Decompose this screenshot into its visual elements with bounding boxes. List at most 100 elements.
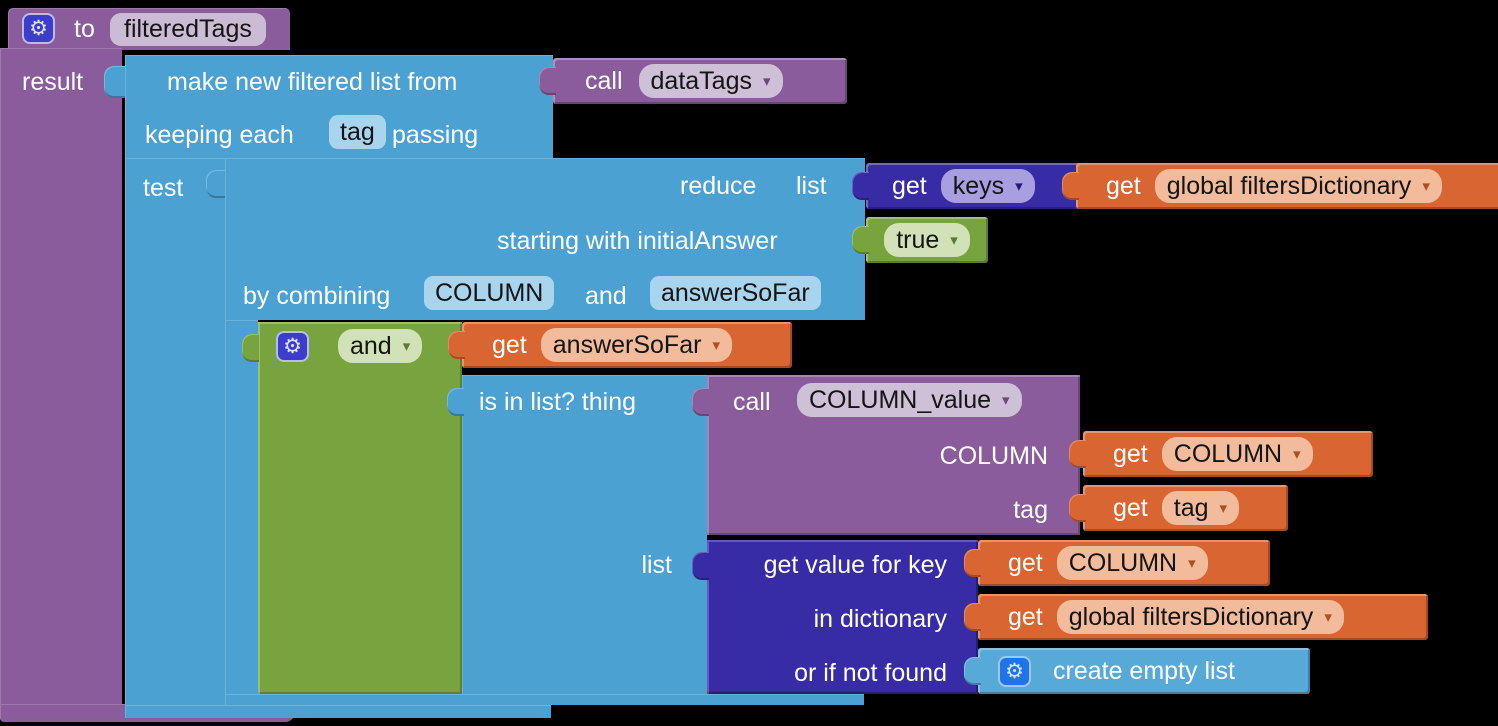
procedure-to-label: to: [74, 15, 95, 43]
dropdown-arrow-icon: ▾: [1002, 391, 1010, 409]
answersofar-param-text: answerSoFar: [661, 278, 810, 307]
true-block[interactable]: true ▾: [852, 217, 988, 263]
is-in-list-list-label: list: [641, 551, 672, 579]
call-param-column-label: COLUMN: [939, 442, 1048, 470]
dropdown-arrow-icon: ▾: [1293, 445, 1301, 463]
dropdown-arrow-icon: ▾: [1324, 608, 1332, 626]
get-column-a-dropdown[interactable]: COLUMN ▾: [1161, 437, 1313, 471]
get-keys-value: keys: [952, 171, 1005, 200]
get-column-a-value: COLUMN: [1173, 439, 1283, 468]
dropdown-arrow-icon: ▾: [1219, 499, 1228, 517]
dict-lookup-plug: [692, 552, 709, 580]
dropdown-arrow-icon: ▾: [950, 231, 958, 249]
gear-glyph: ⚙: [283, 335, 302, 358]
call-datatags-call-label: call: [585, 66, 623, 95]
and-mutator-gear-icon[interactable]: ⚙: [276, 331, 309, 362]
get-filters-dictionary-2-dropdown[interactable]: global filtersDictionary ▾: [1056, 600, 1344, 634]
true-dropdown[interactable]: true ▾: [884, 223, 970, 257]
get-filters-dictionary-1-plug: [1062, 172, 1079, 200]
call-column-value-dropdown[interactable]: COLUMN_value ▾: [797, 383, 1022, 417]
get-filters-dictionary-2-value: global filtersDictionary: [1068, 602, 1314, 631]
procedure-block-body[interactable]: [0, 48, 122, 706]
get-column-b-plug: [964, 549, 981, 577]
get-column-b-get-label: get: [1008, 548, 1043, 577]
passing-label: passing: [392, 121, 479, 149]
tag-param-text: tag: [340, 117, 375, 146]
test-label: test: [143, 174, 184, 202]
is-in-list-label: is in list? thing: [479, 388, 637, 416]
call-param-tag-label: tag: [1013, 496, 1048, 524]
and-block-body[interactable]: [258, 322, 462, 694]
get-tag-block[interactable]: get tag ▾: [1069, 485, 1288, 531]
dict-lookup-line3: or if not found: [794, 659, 947, 687]
dropdown-arrow-icon: ▾: [712, 336, 720, 354]
get-column-b-value: COLUMN: [1068, 548, 1178, 577]
get-tag-dropdown[interactable]: tag ▾: [1161, 491, 1240, 525]
get-filters-dictionary-1-value: global filtersDictionary: [1166, 171, 1412, 200]
call-datatags-block[interactable]: call dataTags ▾: [539, 58, 847, 104]
get-filters-dictionary-1-dropdown[interactable]: global filtersDictionary ▾: [1154, 169, 1442, 203]
tag-param-chip[interactable]: tag: [329, 115, 386, 149]
dict-lookup-line2: in dictionary: [813, 605, 947, 633]
reduce-block-left-column[interactable]: [225, 320, 258, 694]
call-column-value-name: COLUMN_value: [809, 385, 992, 414]
dict-lookup-block[interactable]: [707, 540, 978, 694]
get-answersofar-plug: [448, 331, 465, 359]
filter-block-left-column[interactable]: [125, 158, 225, 705]
by-combining-label: by combining: [243, 282, 391, 310]
dropdown-arrow-icon: ▾: [762, 72, 771, 90]
result-label: result: [22, 68, 84, 96]
dropdown-arrow-icon: ▾: [402, 337, 411, 355]
gear-glyph: ⚙: [1005, 659, 1024, 683]
get-filters-dictionary-2-block[interactable]: get global filtersDictionary ▾: [964, 594, 1428, 640]
get-filters-dictionary-1-block[interactable]: get global filtersDictionary ▾: [1062, 163, 1498, 209]
gear-glyph: ⚙: [29, 17, 48, 40]
and-value: and: [350, 331, 392, 360]
starting-with-label: starting with initialAnswer: [497, 227, 778, 255]
get-keys-get-label: get: [892, 171, 927, 200]
reduce-block-plug: [206, 170, 226, 198]
is-in-list-block-body[interactable]: [462, 375, 707, 694]
get-column-a-block[interactable]: get COLUMN ▾: [1069, 431, 1373, 477]
get-keys-dropdown[interactable]: keys ▾: [940, 169, 1035, 203]
dict-lookup-line1: get value for key: [763, 551, 947, 579]
true-block-plug: [852, 226, 869, 254]
true-value: true: [896, 225, 940, 254]
column-param-chip[interactable]: COLUMN: [424, 276, 555, 310]
get-column-b-block[interactable]: get COLUMN ▾: [964, 540, 1270, 586]
dropdown-arrow-icon: ▾: [1188, 554, 1196, 572]
procedure-name-field[interactable]: filteredTags: [110, 13, 266, 46]
get-column-b-dropdown[interactable]: COLUMN ▾: [1056, 546, 1208, 580]
call-column-value-call-label: call: [733, 388, 771, 416]
filter-block-plug: [104, 66, 126, 98]
filter-line1-label: make new filtered list from: [167, 68, 458, 96]
get-filters-dictionary-1-get-label: get: [1106, 171, 1141, 200]
call-datatags-value: dataTags: [650, 66, 752, 95]
reduce-list-label: list: [796, 172, 827, 200]
and-word-label: and: [585, 282, 627, 310]
get-tag-value: tag: [1173, 493, 1209, 522]
and-dropdown[interactable]: and ▾: [338, 329, 423, 363]
and-block-plug: [242, 334, 259, 362]
get-tag-plug: [1069, 494, 1086, 522]
get-answersofar-block[interactable]: get answerSoFar ▾: [448, 322, 792, 368]
dropdown-arrow-icon: ▾: [1015, 177, 1023, 195]
filter-block-footer[interactable]: [125, 705, 551, 718]
call-column-value-plug: [692, 388, 709, 416]
create-empty-list-label: create empty list: [1053, 656, 1236, 685]
get-column-a-plug: [1069, 440, 1086, 468]
answersofar-param-chip[interactable]: answerSoFar: [650, 276, 821, 310]
mutator-gear-icon[interactable]: ⚙: [22, 13, 55, 44]
call-datatags-dropdown[interactable]: dataTags ▾: [638, 64, 783, 98]
is-in-list-plug: [447, 388, 464, 416]
get-keys-plug: [852, 172, 869, 200]
create-empty-list-plug: [964, 657, 981, 685]
get-answersofar-get-label: get: [492, 330, 527, 359]
get-answersofar-dropdown[interactable]: answerSoFar ▾: [540, 328, 732, 362]
get-tag-get-label: get: [1113, 493, 1148, 522]
create-empty-list-block[interactable]: ⚙ create empty list: [964, 648, 1310, 694]
reduce-block-footer[interactable]: [225, 694, 864, 705]
create-empty-list-gear-icon[interactable]: ⚙: [998, 655, 1031, 687]
procedure-name-text: filteredTags: [124, 15, 252, 43]
